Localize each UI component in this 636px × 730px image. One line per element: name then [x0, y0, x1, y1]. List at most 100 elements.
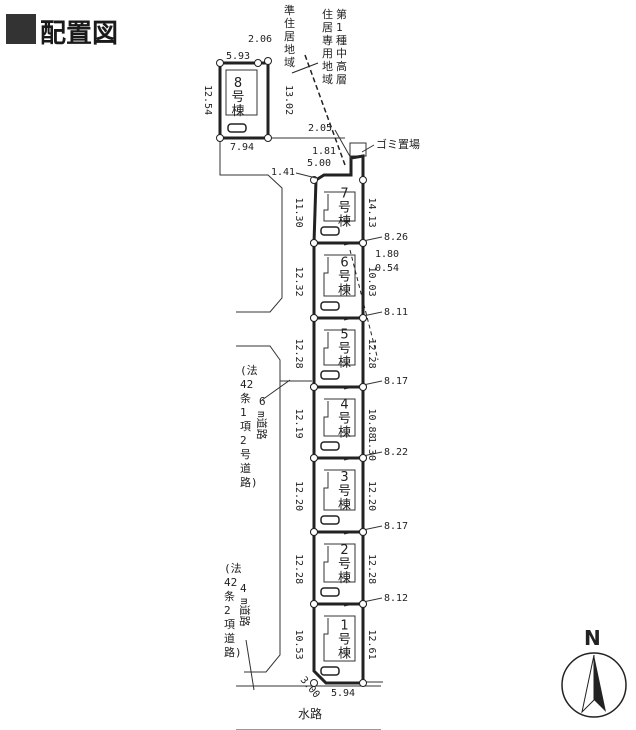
- boundary-marker: [359, 383, 367, 391]
- svg-text:専: 専: [322, 34, 333, 47]
- dim-lot7-corner2: 1.81: [312, 146, 336, 157]
- svg-text:5.93: 5.93: [226, 51, 250, 62]
- svg-text:(法: (法: [240, 363, 258, 377]
- dim-lot1-bottom: 5.94: [331, 688, 355, 699]
- lot-label: 4: [340, 398, 348, 413]
- car-icon: [320, 301, 340, 311]
- dim-frontage: 8.26: [384, 232, 408, 243]
- dim-left: 12.28: [293, 554, 304, 584]
- svg-text:居: 居: [284, 30, 295, 43]
- lot-label: 3: [340, 470, 348, 485]
- dim-lot7-corner: 1.41: [271, 167, 295, 178]
- svg-text:4: 4: [240, 582, 247, 595]
- svg-text:棟: 棟: [231, 104, 244, 119]
- boundary-marker: [310, 600, 318, 608]
- boundary-marker: [359, 600, 367, 608]
- garbage-area: [349, 142, 367, 157]
- boundary-marker: [359, 176, 367, 184]
- dim-lot1-corner: 3.00: [298, 675, 322, 701]
- svg-text:2.06: 2.06: [248, 34, 272, 45]
- title-marker: [6, 14, 36, 44]
- zone-boundary: [304, 54, 346, 166]
- garbage-label: ゴミ置場: [376, 137, 420, 151]
- boundary-marker: [310, 239, 318, 247]
- svg-text:域: 域: [284, 56, 295, 69]
- road-label-lower: (法 42 条 2 項 道 路) 4 m道路: [224, 561, 252, 659]
- dim-frontage: 8.12: [384, 593, 408, 604]
- svg-text:路): 路): [224, 646, 242, 659]
- boundary-marker: [359, 239, 367, 247]
- boundary-marker: [359, 528, 367, 536]
- dim-left: 12.20: [293, 481, 304, 511]
- dim-right: 14.13: [366, 198, 377, 228]
- boundary-marker: [359, 454, 367, 462]
- road-outlines: [219, 137, 383, 730]
- svg-text:項: 項: [224, 618, 235, 631]
- svg-text:13.02: 13.02: [283, 85, 294, 115]
- dim-lot7-corner3: 2.05: [308, 123, 332, 134]
- svg-text:道: 道: [224, 631, 235, 645]
- dim-frontage: 8.11: [384, 307, 408, 318]
- lot-label: 1: [340, 619, 348, 634]
- svg-text:6: 6: [259, 395, 266, 408]
- lot-label: 棟: [338, 498, 351, 513]
- svg-text:条: 条: [224, 589, 235, 603]
- svg-text:号: 号: [231, 90, 244, 105]
- boundary-marker: [310, 528, 318, 536]
- svg-text:号: 号: [240, 448, 251, 461]
- dim-right: 12.28: [366, 554, 377, 584]
- dim-lot7-top: 5.00: [307, 158, 331, 169]
- svg-text:第: 第: [336, 7, 347, 21]
- zone-boundary-tick: [291, 62, 319, 74]
- svg-text:42: 42: [240, 378, 253, 391]
- lot-8: 8 号 棟 5.93 2.06 7.94 12.54 13.02: [202, 34, 294, 153]
- page-title: 配置図: [40, 19, 118, 49]
- lot-label: 棟: [338, 284, 351, 299]
- svg-text:1: 1: [240, 406, 247, 419]
- lot-label: 号: [338, 484, 351, 499]
- boundary-marker: [310, 314, 318, 322]
- svg-text:住: 住: [284, 16, 295, 30]
- dim-right: 10.88: [366, 409, 377, 439]
- svg-text:12.54: 12.54: [202, 85, 213, 115]
- lot-label: 棟: [338, 647, 351, 662]
- dim-right: 10.03: [366, 267, 377, 297]
- svg-text:2: 2: [224, 604, 231, 617]
- boundary-marker: [310, 383, 318, 391]
- road-label-upper: (法 42 条 1 項 2 号 道 路) 6 m道路: [240, 363, 269, 489]
- boundary-marker: [310, 454, 318, 462]
- dim-left: 10.53: [293, 630, 304, 660]
- dim-lot6-right2: 1.80: [375, 249, 399, 260]
- svg-text:用: 用: [322, 47, 333, 60]
- car-icon: [227, 123, 247, 133]
- boundary-marker: [310, 679, 318, 687]
- dim-lot4-right2: 1.30: [366, 437, 377, 461]
- dim-right: 12.28: [366, 339, 377, 369]
- svg-text:地: 地: [322, 60, 333, 73]
- lot-label: 号: [338, 633, 351, 648]
- svg-text:域: 域: [322, 73, 333, 86]
- svg-text:準: 準: [284, 3, 295, 17]
- car-icon: [320, 441, 340, 451]
- svg-text:種: 種: [336, 33, 347, 47]
- dim-frontage: 8.17: [384, 376, 408, 387]
- boundary-marker: [359, 679, 367, 687]
- svg-text:道: 道: [240, 461, 251, 475]
- lot-label: 7: [340, 187, 348, 202]
- lot-label: 棟: [338, 356, 351, 371]
- car-icon: [320, 515, 340, 525]
- svg-text:条: 条: [240, 391, 251, 405]
- lot-label: 棟: [338, 571, 351, 586]
- svg-text:(法: (法: [224, 561, 242, 575]
- svg-text:居: 居: [322, 21, 333, 34]
- svg-text:項: 項: [240, 420, 251, 433]
- svg-text:m道路: m道路: [238, 598, 252, 627]
- svg-text:N: N: [584, 626, 601, 650]
- car-icon: [320, 226, 340, 236]
- dim-frontage: 8.22: [384, 447, 408, 458]
- lot-label: 5: [340, 328, 348, 343]
